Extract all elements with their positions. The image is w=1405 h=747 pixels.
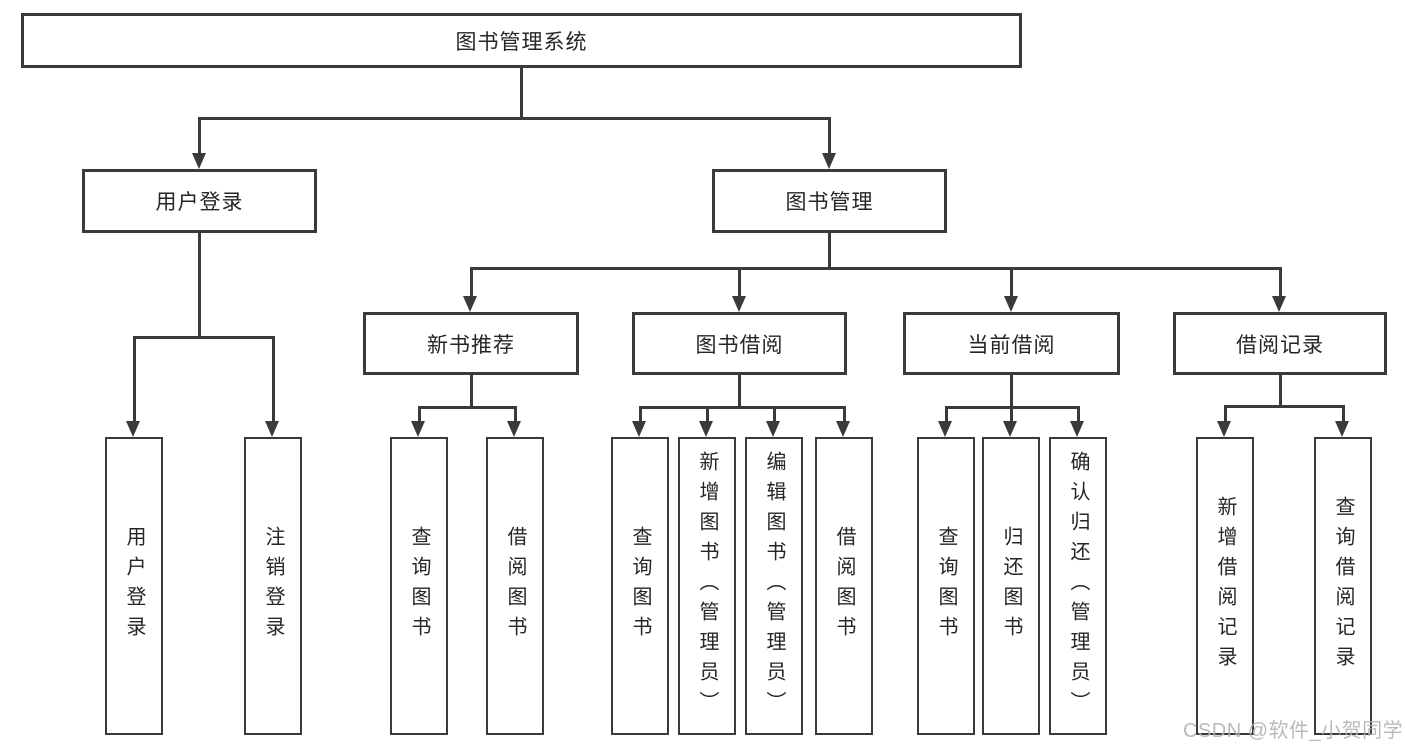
connector-drop-book-borrowing	[738, 267, 741, 296]
connector-drop-borrowing-records	[1279, 267, 1282, 296]
node-cb-confirm-return-admin: 确认归还（管理员）	[1049, 437, 1107, 735]
connector-drop-bb-add	[706, 406, 709, 421]
connector-drop-bb-edit	[773, 406, 776, 421]
arrowhead-book-borrowing-icon	[732, 296, 746, 312]
connector-nbr-stem	[470, 373, 473, 408]
connector-book-management-hline	[470, 267, 1281, 270]
node-current-borrowing: 当前借阅	[903, 312, 1120, 375]
arrowhead-bb-add-icon	[699, 421, 713, 437]
node-label: 归还图书	[1000, 526, 1022, 646]
arrowhead-current-borrowing-icon	[1004, 296, 1018, 312]
node-label: 用户登录	[123, 526, 145, 646]
node-nbr-borrow-books: 借阅图书	[486, 437, 544, 735]
watermark: CSDN @软件_小贺同学	[1183, 720, 1404, 742]
arrowhead-new-book-recommend-icon	[463, 296, 477, 312]
arrowhead-nbr-borrow-icon	[507, 421, 521, 437]
arrowhead-cb-confirm-icon	[1070, 421, 1084, 437]
connector-br-hline	[1224, 405, 1344, 408]
node-library-system: 图书管理系统	[21, 13, 1022, 68]
node-bb-borrow-books: 借阅图书	[815, 437, 873, 735]
connector-root-stem	[520, 66, 523, 119]
node-bb-add-books-admin: 新增图书（管理员）	[678, 437, 736, 735]
node-bb-edit-books-admin: 编辑图书（管理员）	[745, 437, 803, 735]
connector-drop-do-user-login	[133, 336, 136, 421]
connector-bb-stem	[738, 373, 741, 408]
node-label: 图书管理	[785, 191, 874, 214]
node-label: 注销登录	[262, 526, 284, 646]
connector-cb-hline	[945, 406, 1080, 409]
connector-drop-logout	[272, 336, 275, 421]
connector-br-stem	[1279, 373, 1282, 406]
node-user-login: 用户登录	[82, 169, 317, 233]
node-book-borrowing: 图书借阅	[632, 312, 847, 375]
arrowhead-br-query-icon	[1335, 421, 1349, 437]
connector-nbr-hline	[418, 406, 516, 409]
node-label: 借阅图书	[504, 526, 526, 646]
arrowhead-book-management-icon	[822, 153, 836, 169]
connector-drop-new-book-recommend	[470, 267, 473, 296]
node-label: 查询借阅记录	[1332, 496, 1354, 676]
connector-drop-nbr-borrow	[514, 406, 517, 421]
node-logout: 注销登录	[244, 437, 302, 735]
connector-user-login-hline	[133, 336, 274, 339]
arrowhead-logout-icon	[265, 421, 279, 437]
arrowhead-bb-borrow-icon	[836, 421, 850, 437]
node-label: 借阅图书	[833, 526, 855, 646]
connector-root-hline	[198, 117, 831, 120]
arrowhead-nbr-query-icon	[411, 421, 425, 437]
node-label: 借阅记录	[1236, 333, 1324, 357]
arrowhead-cb-query-icon	[938, 421, 952, 437]
connector-drop-br-add	[1224, 405, 1227, 421]
node-label: 当前借阅	[967, 333, 1056, 357]
node-label: 查询图书	[935, 526, 957, 646]
arrowhead-borrowing-records-icon	[1272, 296, 1286, 312]
connector-drop-user-login	[198, 117, 201, 153]
node-cb-query-books: 查询图书	[917, 437, 975, 735]
connector-drop-br-query	[1342, 405, 1345, 421]
node-cb-return-books: 归还图书	[982, 437, 1040, 735]
node-label: 查询图书	[408, 526, 430, 646]
arrowhead-user-login-icon	[192, 153, 206, 169]
connector-drop-bb-borrow	[843, 406, 846, 421]
node-label: 编辑图书（管理员）	[763, 451, 785, 721]
node-label: 新书推荐	[427, 333, 515, 357]
node-br-add-record: 新增借阅记录	[1196, 437, 1254, 735]
connector-cb-stem	[1010, 373, 1013, 408]
arrowhead-cb-return-icon	[1003, 421, 1017, 437]
node-borrowing-records: 借阅记录	[1173, 312, 1387, 375]
connector-drop-current-borrowing	[1010, 267, 1013, 296]
arrowhead-bb-query-icon	[632, 421, 646, 437]
node-nbr-query-books: 查询图书	[390, 437, 448, 735]
connector-book-management-stem	[828, 231, 831, 269]
connector-drop-cb-query	[945, 406, 948, 421]
node-label: 新增图书（管理员）	[696, 451, 718, 721]
arrowhead-bb-edit-icon	[766, 421, 780, 437]
node-label: 图书借阅	[695, 333, 784, 357]
connector-bb-hline	[639, 406, 845, 409]
node-do-user-login: 用户登录	[105, 437, 163, 735]
node-label: 用户登录	[155, 191, 244, 214]
connector-drop-cb-confirm	[1077, 406, 1080, 421]
connector-drop-cb-return	[1010, 406, 1013, 421]
node-new-book-recommend: 新书推荐	[363, 312, 579, 375]
connector-drop-bb-query	[639, 406, 642, 421]
connector-user-login-stem	[198, 231, 201, 338]
node-bb-query-books: 查询图书	[611, 437, 669, 735]
connector-drop-nbr-query	[418, 406, 421, 421]
node-book-management: 图书管理	[712, 169, 947, 233]
node-label: 确认归还（管理员）	[1067, 451, 1089, 721]
node-br-query-record: 查询借阅记录	[1314, 437, 1372, 735]
node-label: 图书管理系统	[455, 30, 588, 54]
arrowhead-do-user-login-icon	[126, 421, 140, 437]
node-label: 查询图书	[629, 526, 651, 646]
connector-drop-book-management	[828, 117, 831, 153]
arrowhead-br-add-icon	[1217, 421, 1231, 437]
node-label: 新增借阅记录	[1214, 496, 1236, 676]
